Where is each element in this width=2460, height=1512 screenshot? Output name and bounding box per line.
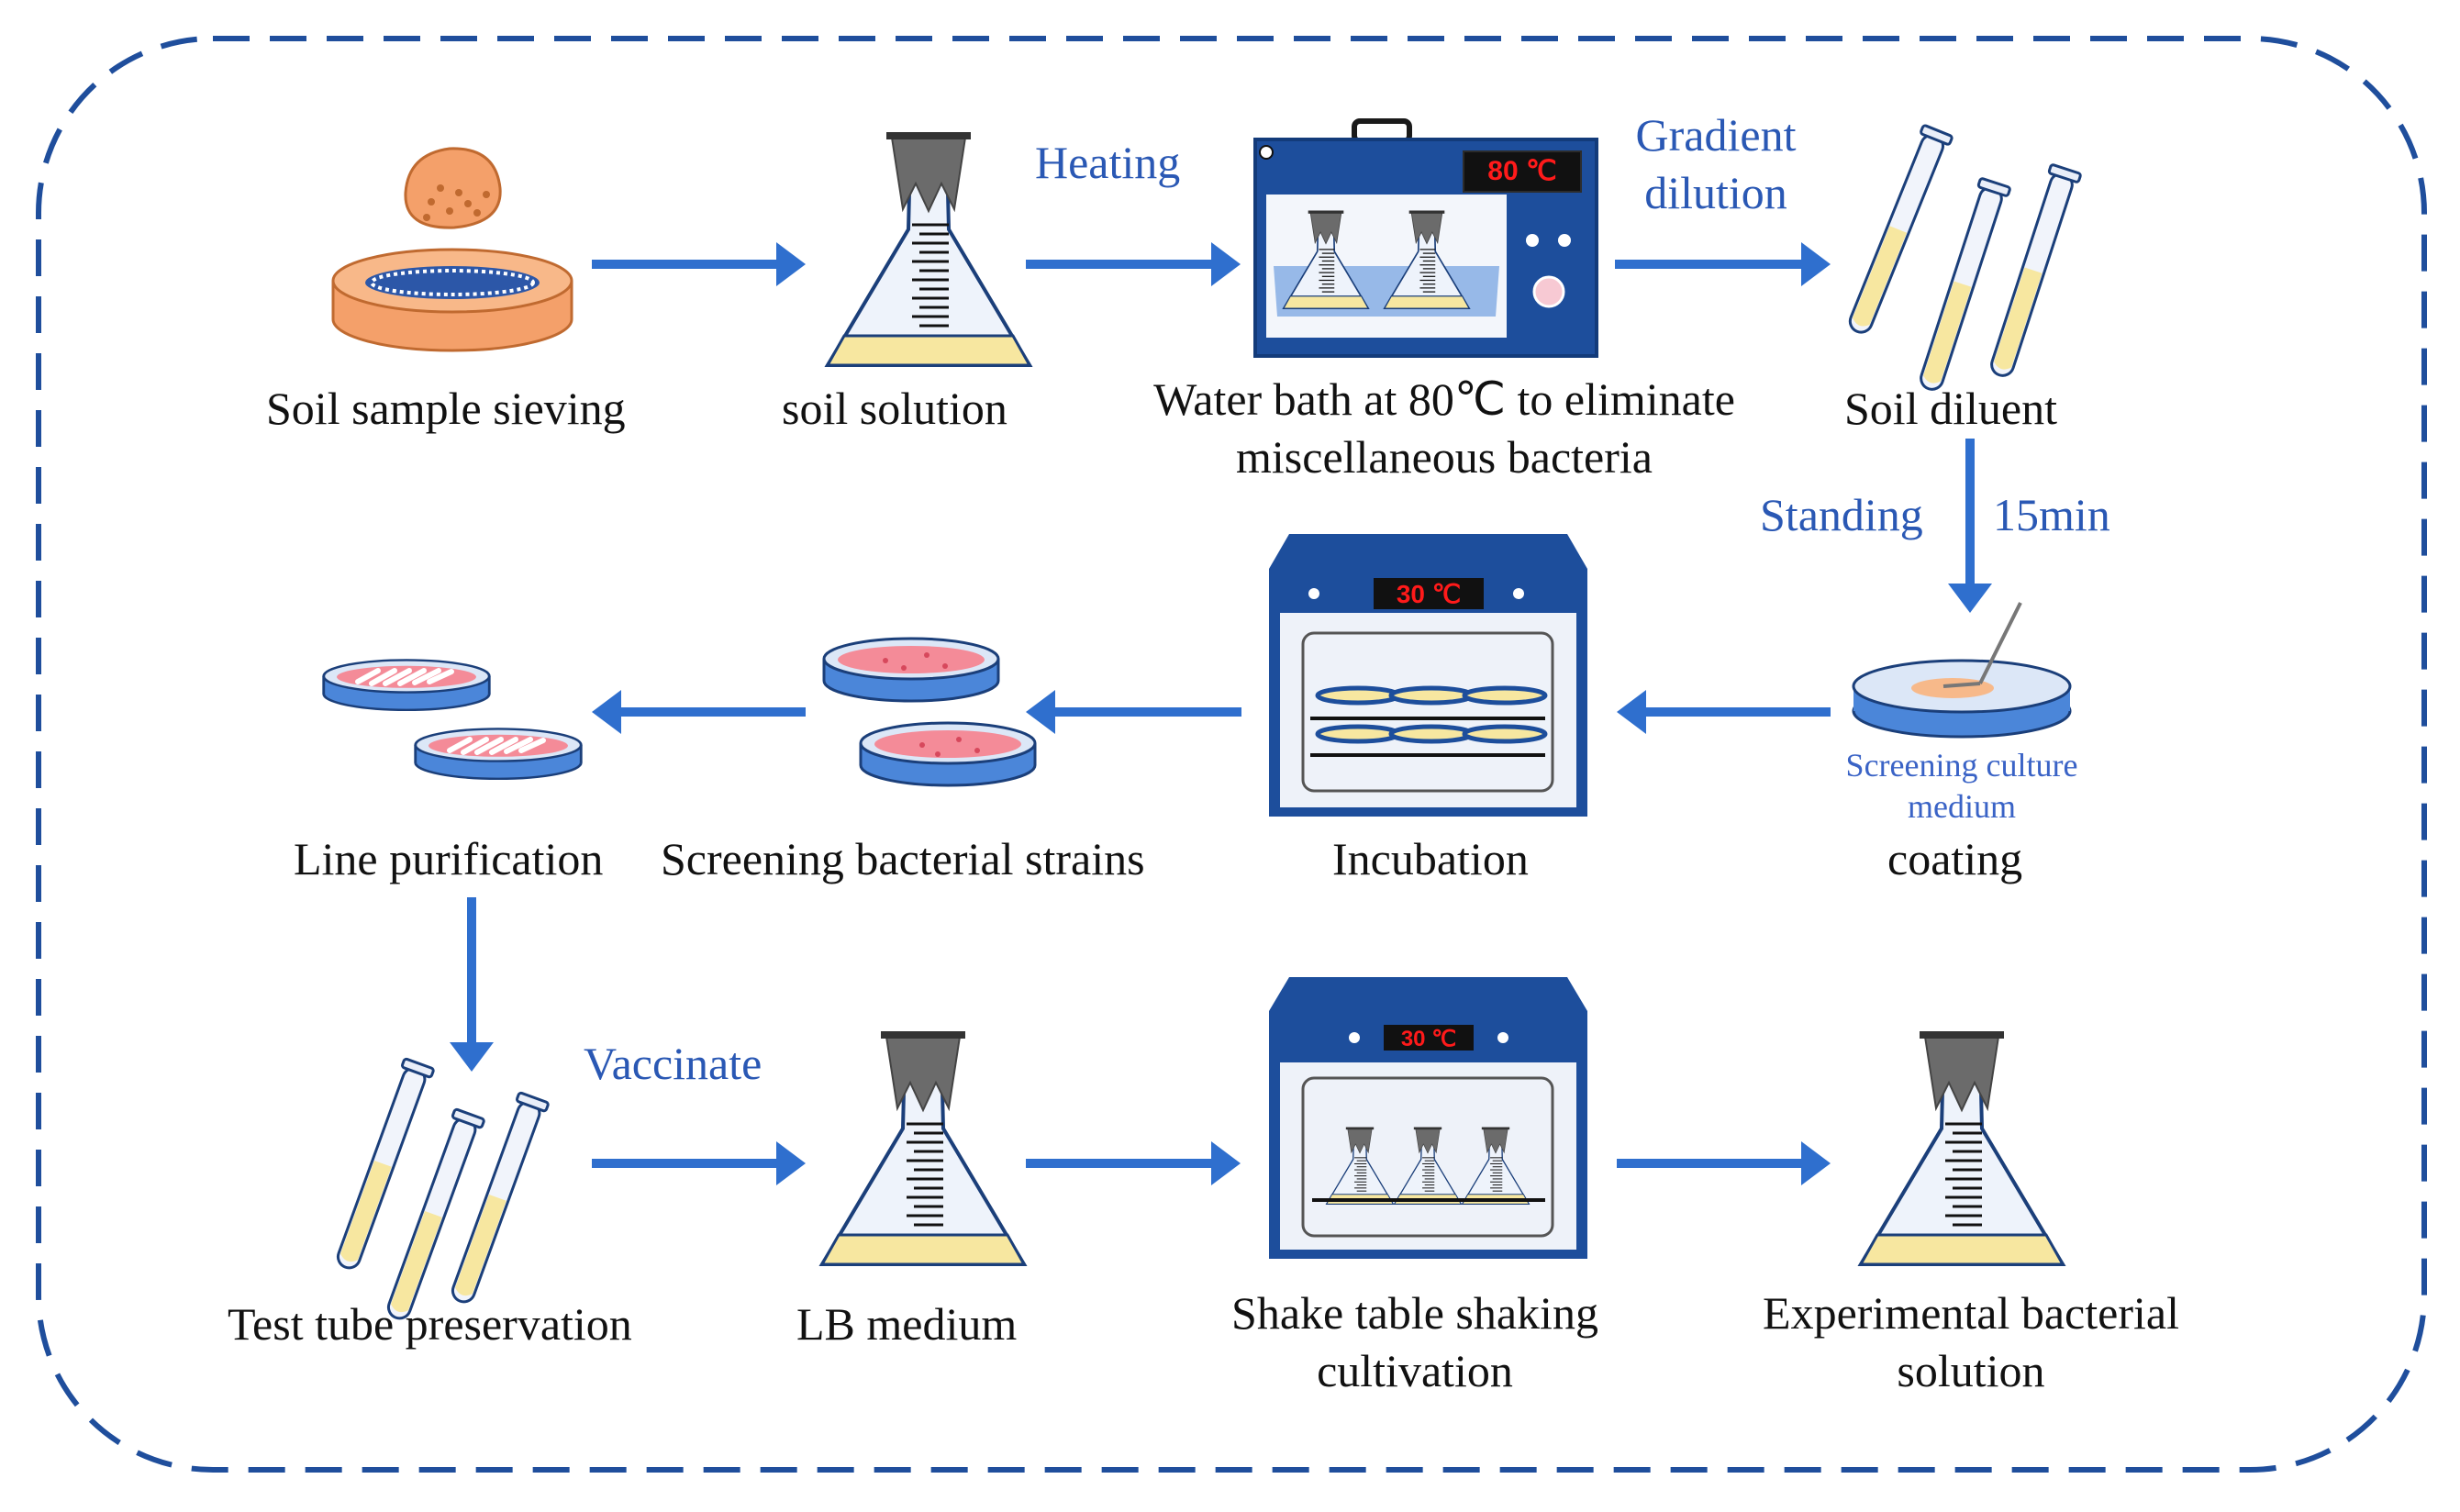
arrow-lb-to-shaker-head [1211,1141,1241,1185]
label-standing: Standing [1760,489,1923,540]
arrow-sieve-to-solution-head [776,242,806,286]
arrow-shaker-to-final-head [1801,1141,1831,1185]
shaker-display: 30 ℃ [1401,1027,1456,1051]
label-shake-line2: cultivation [1317,1344,1513,1396]
sieve-icon [331,147,573,352]
arrow-tubes-to-lb-head [776,1141,806,1185]
label-screening-medium-line1: Screening culture [1845,747,2078,784]
dashed-border [36,36,2427,1473]
arrow-purification-to-tubes-head [450,1042,494,1072]
label-incubation: Incubation [1332,833,1529,884]
label-heating: Heating [1035,137,1181,188]
label-line-purification: Line purification [294,833,604,884]
label-experimental-line2: solution [1897,1344,2045,1396]
label-soil-sieving: Soil sample sieving [266,383,626,434]
test-tubes-icon-row3 [328,1057,551,1325]
water-bath-display: 80 ℃ [1487,156,1556,186]
arrow-diluent-to-coating-head [1948,584,1992,613]
arrow-solution-to-waterbath-head [1211,242,1241,286]
final-flask-icon [1859,1029,2065,1266]
label-standing-time: 15min [1993,489,2110,540]
label-shake-line1: Shake table shaking [1231,1287,1598,1339]
label-vaccinate: Vaccinate [584,1038,762,1089]
label-dilution: dilution [1644,166,1787,218]
label-shake-cultivation: Shake table shaking cultivation [1185,1284,1644,1399]
label-screening-medium: Screening culture medium [1815,745,2109,828]
flask-icon [826,130,1031,367]
test-tubes-icon-row1 [1841,123,2083,395]
arrow-screening-to-purification-head [592,690,621,734]
label-water-bath-line1: Water bath at 80℃ to eliminate [1153,373,1735,425]
label-water-bath-line2: miscellaneous bacteria [1236,430,1653,483]
label-soil-solution: soil solution [782,383,1007,434]
streak-plates-icon [322,658,583,781]
arrow-incubation-to-screening-head [1026,690,1055,734]
label-lb-medium: LB medium [796,1298,1018,1350]
incubator-icon [1269,534,1587,817]
label-experimental-line1: Experimental bacterial [1763,1287,2179,1339]
arrow-coating-to-incubation-head [1617,690,1646,734]
label-screening-medium-line2: medium [1908,788,2016,825]
flow-arrows [450,242,1992,1185]
label-experimental-solution: Experimental bacterial solution [1723,1284,2219,1399]
label-water-bath: Water bath at 80℃ to eliminate miscellan… [1114,371,1775,485]
label-screening-strains: Screening bacterial strains [661,833,1145,884]
arrow-waterbath-to-diluent-head [1801,242,1831,286]
coating-plate-icon [1852,602,2072,739]
incubator-display: 30 ℃ [1397,580,1461,608]
screening-plates-icon [822,637,1037,787]
shaker-icon [1269,977,1587,1259]
label-coating: coating [1887,833,2023,884]
water-bath-icon [1253,118,1598,358]
lb-flask-icon [820,1029,1026,1266]
label-gradient-dilution: Gradient dilution [1622,106,1809,221]
label-gradient: Gradient [1635,109,1797,161]
label-soil-diluent: Soil diluent [1844,383,2057,434]
label-test-tube: Test tube preservation [228,1298,632,1350]
